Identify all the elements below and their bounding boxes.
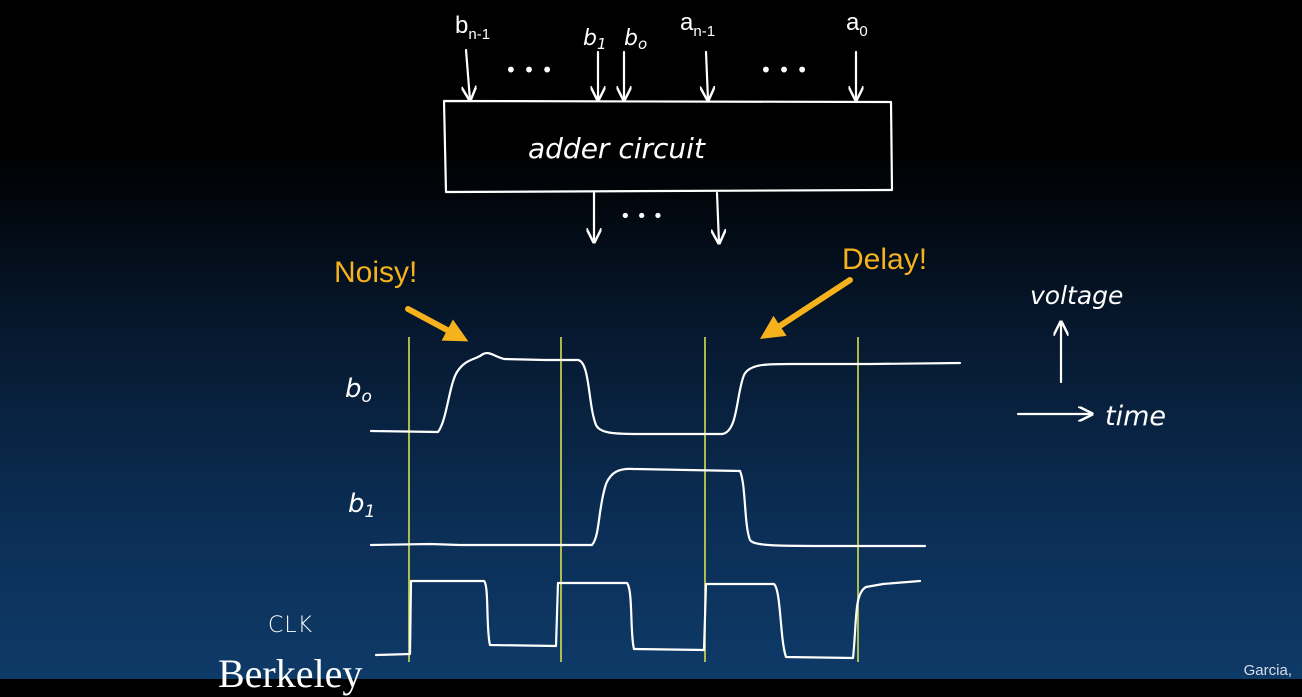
input-arrow-a-n-1 <box>706 50 708 100</box>
input-arrow-b-n-1 <box>466 48 470 100</box>
time-axis-label: time <box>1105 401 1166 432</box>
clock-edge-lines <box>408 337 859 662</box>
input-label-a0: a0 <box>846 9 868 40</box>
input-label-b-n-1: bn-1 <box>455 12 490 43</box>
output-arrows <box>594 191 719 243</box>
signal-label-b0: bo <box>345 374 372 407</box>
input-ellipsis-left: • • • <box>505 58 553 82</box>
input-ellipsis-right: • • • <box>760 58 808 82</box>
noisy-callout: Noisy! <box>334 256 417 289</box>
output-ellipsis: • • • <box>620 206 663 227</box>
delay-arrow <box>759 277 853 339</box>
output-arrow-right <box>717 191 719 243</box>
adder-circuit-box <box>442 99 894 194</box>
voltage-axis-label: voltage <box>1030 281 1123 310</box>
footer-garcia: Garcia, <box>1243 662 1292 679</box>
signal-label-b1: b1 <box>348 489 375 522</box>
noisy-arrow <box>405 306 469 342</box>
footer-berkeley: Berkeley <box>218 651 363 696</box>
input-label-b1: b1 <box>583 26 607 53</box>
input-arrows <box>466 48 856 100</box>
timing-diagram: bn-1 b1 bo an-1 a0 • • • • • • adder cir… <box>268 9 1166 662</box>
clk-waveform <box>374 579 922 660</box>
input-label-b0: bo <box>624 26 647 53</box>
b1-waveform <box>369 467 927 548</box>
delay-callout: Delay! <box>842 243 927 276</box>
adder-circuit-label: adder circuit <box>528 132 706 165</box>
input-label-a-n-1: an-1 <box>680 9 715 40</box>
b0-waveform <box>369 351 962 436</box>
signal-label-clk: CLK <box>268 613 313 638</box>
